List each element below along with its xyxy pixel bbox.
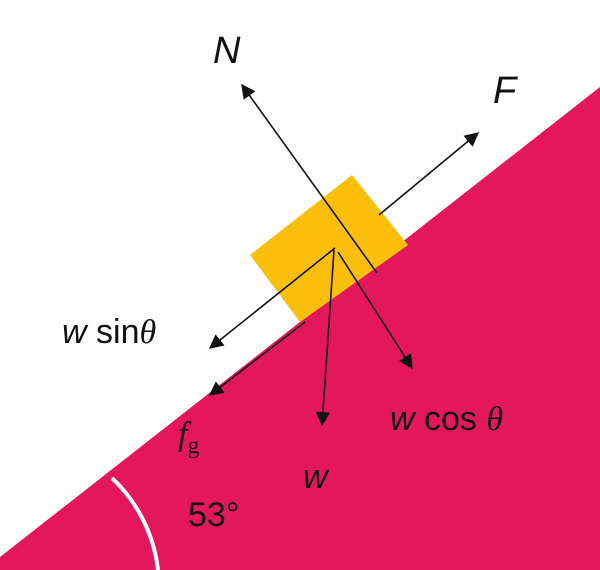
w-symbol: w xyxy=(390,400,415,438)
w-symbol: w xyxy=(62,313,87,351)
theta-symbol: θ xyxy=(486,401,504,438)
normal-force-arrow xyxy=(241,83,378,274)
incline-plane xyxy=(0,87,600,570)
angle-arc xyxy=(110,476,160,570)
label-angle: 53° xyxy=(188,496,240,534)
label-w-cos-theta: w cos θ xyxy=(390,402,503,437)
theta-symbol: θ xyxy=(139,314,157,351)
label-weight: w xyxy=(303,458,328,496)
w-sin-arrow xyxy=(208,247,336,349)
g-subscript: g xyxy=(187,432,200,459)
w-cos-arrow xyxy=(337,251,413,370)
friction-arrow xyxy=(208,321,306,396)
weight-arrow xyxy=(315,249,335,427)
label-applied-force: F xyxy=(493,70,517,112)
label-friction: fg xyxy=(178,418,199,458)
applied-force-arrow xyxy=(378,132,480,216)
label-w-sin-theta: w sinθ xyxy=(62,315,156,350)
sin-text: sin xyxy=(86,313,140,351)
cos-text: cos xyxy=(414,400,487,438)
f-symbol: f xyxy=(178,416,188,453)
label-normal: N xyxy=(213,30,241,72)
